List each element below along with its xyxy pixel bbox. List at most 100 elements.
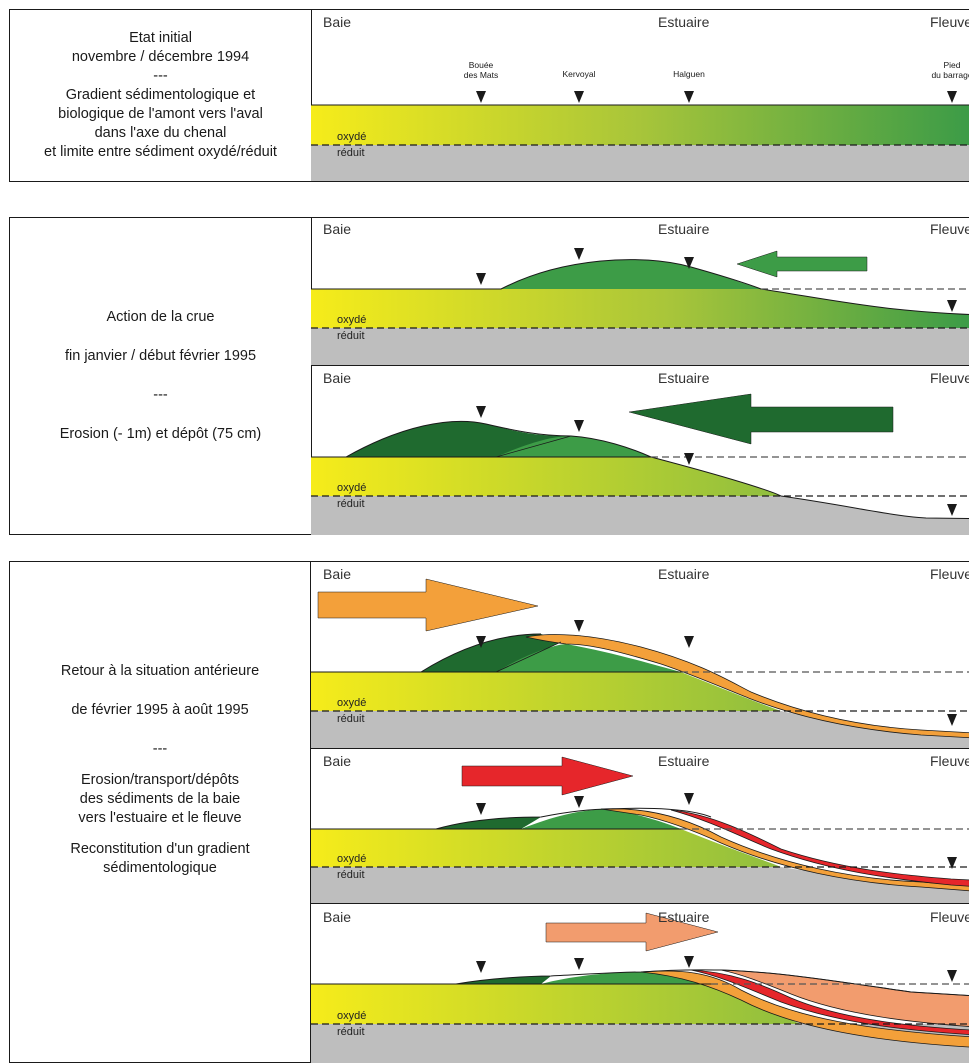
erosion-boundary-line — [495, 641, 562, 673]
deposit-layer-red — [690, 969, 969, 1036]
station-marker-icon — [947, 300, 957, 312]
flow-arrow-right — [317, 578, 539, 632]
panel-return-text-1: Erosion/transport/dépôts — [81, 772, 239, 788]
layer-label-reduced: réduit — [337, 330, 365, 342]
deposit-mound-dark — [346, 421, 571, 457]
panel-initial-separator: --- — [153, 68, 168, 84]
diagram-return-2: Baie Estuaire Fleuve oxydé réduit — [311, 748, 969, 904]
diagram-flood-2: Baie Estuaire Fleuve oxydé réduit — [311, 365, 969, 535]
station-marker-icon — [947, 714, 957, 726]
sediment-oxidized-layer — [311, 984, 801, 1024]
sediment-reduced-layer — [311, 328, 969, 365]
zone-label-estuary: Estuaire — [658, 566, 710, 582]
zone-label-estuary: Estuaire — [658, 14, 710, 30]
sediment-reduced-layer — [311, 711, 969, 748]
panel-return-text-5: sédimentologique — [103, 860, 217, 876]
panel-initial-description: Etat initial novembre / décembre 1994 --… — [10, 10, 312, 181]
station-marker-icon — [574, 248, 584, 260]
station-marker-icon — [574, 620, 584, 632]
station-marker-icon — [476, 406, 486, 418]
flow-arrow-right — [545, 912, 719, 952]
station-marker-icon — [684, 956, 694, 968]
layer-label-reduced: réduit — [337, 147, 365, 159]
station-marker-icon — [574, 958, 584, 970]
panel-initial-text-1: Gradient sédimentologique et — [65, 87, 256, 103]
zone-label-estuary: Estuaire — [658, 370, 710, 386]
panel-return-separator: --- — [152, 741, 168, 757]
deposit-layer-orange — [525, 634, 969, 739]
zone-label-river: Fleuve — [930, 370, 969, 386]
layer-label-oxidized: oxydé — [337, 853, 366, 865]
zone-label-bay: Baie — [323, 370, 351, 386]
panel-flood-text: Erosion (- 1m) et dépôt (75 cm) — [59, 426, 262, 442]
panel-flood-date: fin janvier / début février 1995 — [64, 348, 257, 364]
station-marker-icon — [947, 504, 957, 516]
station-marker-icon — [947, 857, 957, 869]
sediment-oxidized-layer — [311, 672, 781, 711]
panel-return-text-4: Reconstitution d'un gradient — [70, 841, 250, 857]
layer-label-reduced: réduit — [337, 1026, 365, 1038]
sediment-oxidized-layer — [311, 829, 781, 867]
flow-arrow-right — [461, 756, 634, 796]
zone-label-river: Fleuve — [930, 909, 969, 925]
sediment-oxidized-layer — [311, 105, 969, 145]
layer-label-oxidized: oxydé — [337, 697, 366, 709]
deposit-mound-dark — [436, 817, 541, 829]
panel-return-title: Retour à la situation antérieure — [60, 663, 260, 679]
deposit-mound — [541, 972, 711, 984]
station-marker-icon — [684, 91, 694, 103]
panel-flood-separator: --- — [153, 387, 168, 403]
zone-label-bay: Baie — [323, 753, 351, 769]
zone-label-river: Fleuve — [930, 221, 969, 237]
deposit-mound — [496, 436, 651, 457]
station-marker-icon — [684, 453, 694, 465]
erosion-boundary-line — [495, 435, 572, 458]
layer-label-oxidized: oxydé — [337, 482, 366, 494]
station-marker-icon — [947, 970, 957, 982]
bed-profile-line — [311, 807, 712, 830]
panel-initial-state: Etat initial novembre / décembre 1994 --… — [9, 9, 969, 182]
station-marker-icon — [684, 257, 694, 269]
station-marker-icon — [947, 91, 957, 103]
sediment-reduced-layer — [311, 145, 969, 181]
station-marker-icon — [574, 91, 584, 103]
panel-return-date: de février 1995 à août 1995 — [71, 702, 249, 718]
deposit-layer-red — [670, 809, 969, 887]
panel-flood-description: Action de la crue fin janvier / début fé… — [10, 218, 312, 534]
zone-label-bay: Baie — [323, 909, 351, 925]
deposit-mound — [521, 809, 681, 829]
bed-profile-line — [311, 259, 969, 316]
zone-label-bay: Baie — [323, 221, 351, 237]
diagram-flood-1: Baie Estuaire Fleuve oxydé réduit — [311, 218, 969, 365]
panel-return: Retour à la situation antérieure de févr… — [9, 561, 969, 1063]
layer-label-oxidized: oxydé — [337, 1010, 366, 1022]
layer-label-oxidized: oxydé — [337, 131, 366, 143]
panel-initial-text-4: et limite entre sédiment oxydé/réduit — [44, 144, 277, 160]
deposit-mound-dark — [456, 976, 551, 984]
panel-return-text-3: vers l'estuaire et le fleuve — [78, 810, 242, 826]
zone-label-estuary: Estuaire — [658, 909, 710, 925]
station-marker-icon — [684, 793, 694, 805]
station-marker-icon — [574, 796, 584, 808]
zone-label-river: Fleuve — [930, 14, 969, 30]
zone-label-estuary: Estuaire — [658, 221, 710, 237]
station-label-halguen: Halguen — [673, 69, 705, 79]
zone-label-bay: Baie — [323, 14, 351, 30]
zone-label-bay: Baie — [323, 566, 351, 582]
diagram-return-1: Baie Estuaire Fleuve oxydé réduit — [311, 562, 969, 748]
station-marker-icon — [476, 636, 486, 648]
panel-initial-text-2: biologique de l'amont vers l'aval — [58, 106, 263, 122]
station-marker-icon — [574, 420, 584, 432]
layer-label-reduced: réduit — [337, 713, 365, 725]
station-marker-icon — [476, 803, 486, 815]
diagram-return-3: Baie Estuaire Fleuve oxydé réduit — [311, 903, 969, 1063]
zone-label-river: Fleuve — [930, 753, 969, 769]
panel-return-description: Retour à la situation antérieure de févr… — [10, 562, 311, 1062]
bed-profile-line — [311, 969, 969, 997]
panel-initial-date: novembre / décembre 1994 — [71, 49, 250, 65]
bed-profile-line — [311, 633, 542, 673]
panel-flood-title: Action de la crue — [106, 309, 215, 325]
layer-label-reduced: réduit — [337, 498, 365, 510]
